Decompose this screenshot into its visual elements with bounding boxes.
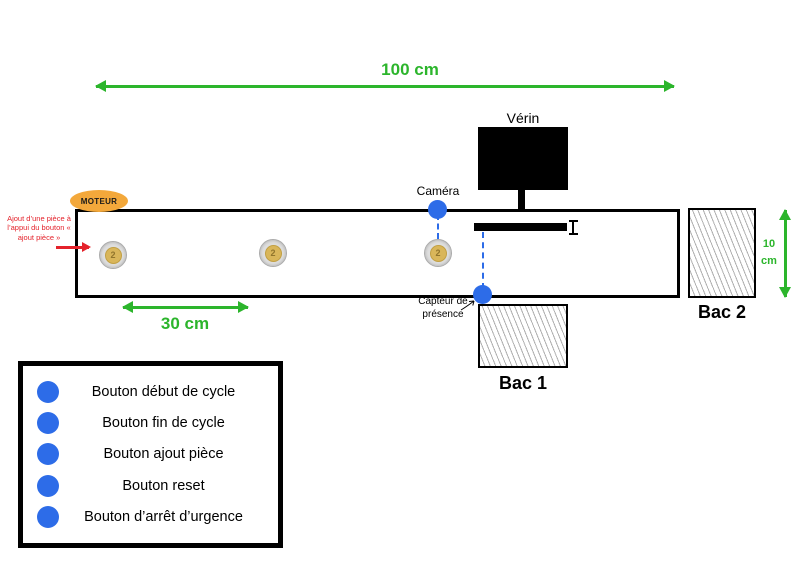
presence-sensor-pointer-arrow [460, 300, 475, 311]
presence-sensor-label-line2: présence [422, 308, 464, 320]
dimension-100cm-arrow [95, 80, 675, 92]
button-dot-icon [37, 381, 59, 404]
dimension-100cm-label: 100 cm [381, 60, 439, 79]
end-stop-mark [569, 220, 578, 235]
legend-item-label: Bouton fin de cycle [102, 415, 225, 432]
motor-badge: MOTEUR [70, 190, 128, 212]
dimension-10cm-line2: cm [761, 254, 777, 267]
button-dot-icon [37, 505, 59, 528]
verin-rod [518, 190, 525, 227]
legend-item-reset: Bouton reset [37, 474, 268, 497]
button-dot-icon [37, 412, 59, 435]
dimension-10cm-line1: 10 [762, 238, 776, 250]
verin-cylinder [478, 127, 568, 190]
legend-item-label: Bouton reset [122, 477, 205, 494]
camera-label: Caméra [416, 184, 460, 198]
legend-item-start-cycle: Bouton début de cycle [37, 381, 268, 404]
coin-2-value: 2 [264, 244, 282, 262]
coin-3: 2 [424, 239, 452, 267]
button-dot-icon [37, 443, 59, 466]
coin-1-value: 2 [104, 246, 122, 264]
coin-2: 2 [259, 239, 287, 267]
legend-item-label: Bouton début de cycle [91, 384, 236, 401]
dimension-10cm-label: 10 cm [756, 236, 782, 269]
legend-item-emergency-stop: Bouton d’arrêt d’urgence [37, 505, 268, 528]
coin-1: 2 [99, 241, 127, 269]
camera-sight-line [437, 214, 439, 258]
presence-sensor-dot [473, 285, 492, 304]
conveyor-belt [75, 209, 680, 298]
legend-item-label: Bouton d’arrêt d’urgence [84, 508, 243, 525]
verin-label: Vérin [506, 110, 540, 126]
presence-sensor-label-line1: Capteur de [418, 296, 468, 307]
bin-2-label: Bac 2 [697, 302, 747, 322]
bin-2 [688, 208, 756, 298]
add-piece-arrow [56, 242, 91, 251]
legend-item-add-piece: Bouton ajout pièce [37, 443, 268, 466]
presence-sensor-label: Capteur de présence [408, 296, 478, 321]
verin-pusher-bar [474, 223, 567, 231]
sensor-line [482, 232, 484, 289]
legend-box: Bouton début de cycle Bouton fin de cycl… [18, 361, 283, 548]
dimension-10cm-arrow [779, 209, 791, 298]
add-piece-note: Ajout d’une pièce à l’appui du bouton « … [7, 214, 71, 242]
button-dot-icon [37, 474, 59, 497]
coin-3-value: 2 [429, 244, 447, 262]
bin-1 [478, 304, 568, 368]
bin-1-label: Bac 1 [498, 373, 548, 393]
legend-item-end-cycle: Bouton fin de cycle [37, 412, 268, 435]
end-stop-line [572, 222, 574, 233]
dimension-30cm-label: 30 cm [160, 314, 210, 333]
legend-item-label: Bouton ajout pièce [103, 446, 224, 463]
dimension-30cm-arrow [122, 301, 249, 313]
camera-dot [428, 200, 447, 219]
